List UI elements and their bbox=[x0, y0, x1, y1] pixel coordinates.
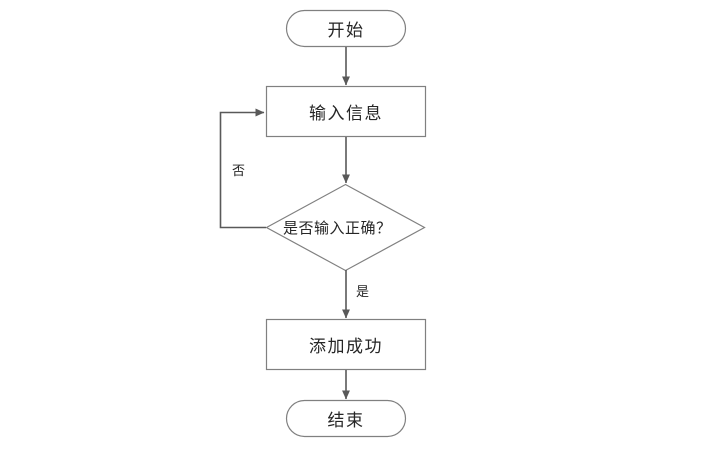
node-shape-success[interactable] bbox=[265, 318, 427, 371]
node-label-end: 结束 bbox=[327, 411, 365, 430]
edge-label-yes: 是 bbox=[356, 284, 370, 299]
node-shape-decision[interactable] bbox=[265, 183, 426, 272]
node-label-input-info: 输入信息 bbox=[309, 104, 383, 123]
node-label-success: 添加成功 bbox=[309, 337, 383, 356]
connector-decision-to-input-loop bbox=[219, 108, 266, 229]
edge-label-no: 否 bbox=[232, 163, 246, 178]
node-shape-end[interactable] bbox=[285, 399, 407, 438]
node-shape-input-info[interactable] bbox=[265, 85, 427, 138]
node-label-start: 开始 bbox=[327, 21, 365, 40]
node-shape-start[interactable] bbox=[285, 9, 407, 48]
node-label-decision: 是否输入正确？ bbox=[283, 219, 392, 237]
